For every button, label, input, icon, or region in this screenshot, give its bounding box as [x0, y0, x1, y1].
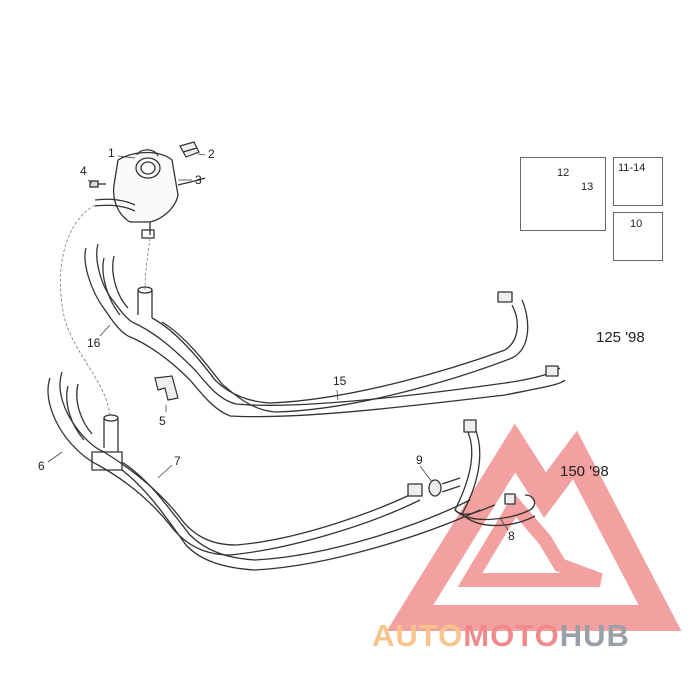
variant-label-lower: 150 '98	[560, 463, 609, 480]
watermark-part-1: AUTO	[372, 618, 464, 653]
expansion-tank	[94, 149, 206, 239]
callout-1: 1	[108, 146, 115, 160]
callout-4: 4	[80, 164, 87, 178]
callout-3: 3	[195, 173, 202, 187]
inset-label-12: 12	[557, 167, 570, 179]
watermark-part-3: HUB	[559, 618, 630, 653]
callout-5: 5	[159, 414, 166, 428]
upper-hose-assembly	[84, 243, 566, 418]
filler-cap	[179, 141, 200, 158]
callout-8: 8	[508, 529, 515, 543]
callout-7: 7	[174, 454, 181, 468]
inset-label-13: 13	[581, 181, 594, 193]
watermark-text: AUTOMOTOHUB	[372, 618, 630, 654]
connection-guides	[60, 204, 151, 416]
callout-6: 6	[38, 459, 45, 473]
inset-clamp-b	[613, 212, 663, 261]
bracket	[154, 375, 179, 401]
inset-clip-set	[520, 157, 606, 231]
callout-9: 9	[416, 453, 423, 467]
screw	[89, 180, 106, 188]
watermark-logo	[386, 423, 682, 631]
callout-2: 2	[208, 147, 215, 161]
variant-label-upper: 125 '98	[596, 329, 645, 346]
leader-lines	[47, 153, 509, 531]
lower-hose-assembly	[47, 371, 536, 571]
callout-15: 15	[333, 374, 347, 388]
inset-label-11-14: 11-14	[618, 162, 646, 174]
inset-clamp-a	[613, 157, 663, 206]
watermark-part-2: MOTO	[463, 618, 560, 653]
callout-16: 16	[87, 336, 101, 350]
inset-label-10: 10	[630, 218, 643, 230]
